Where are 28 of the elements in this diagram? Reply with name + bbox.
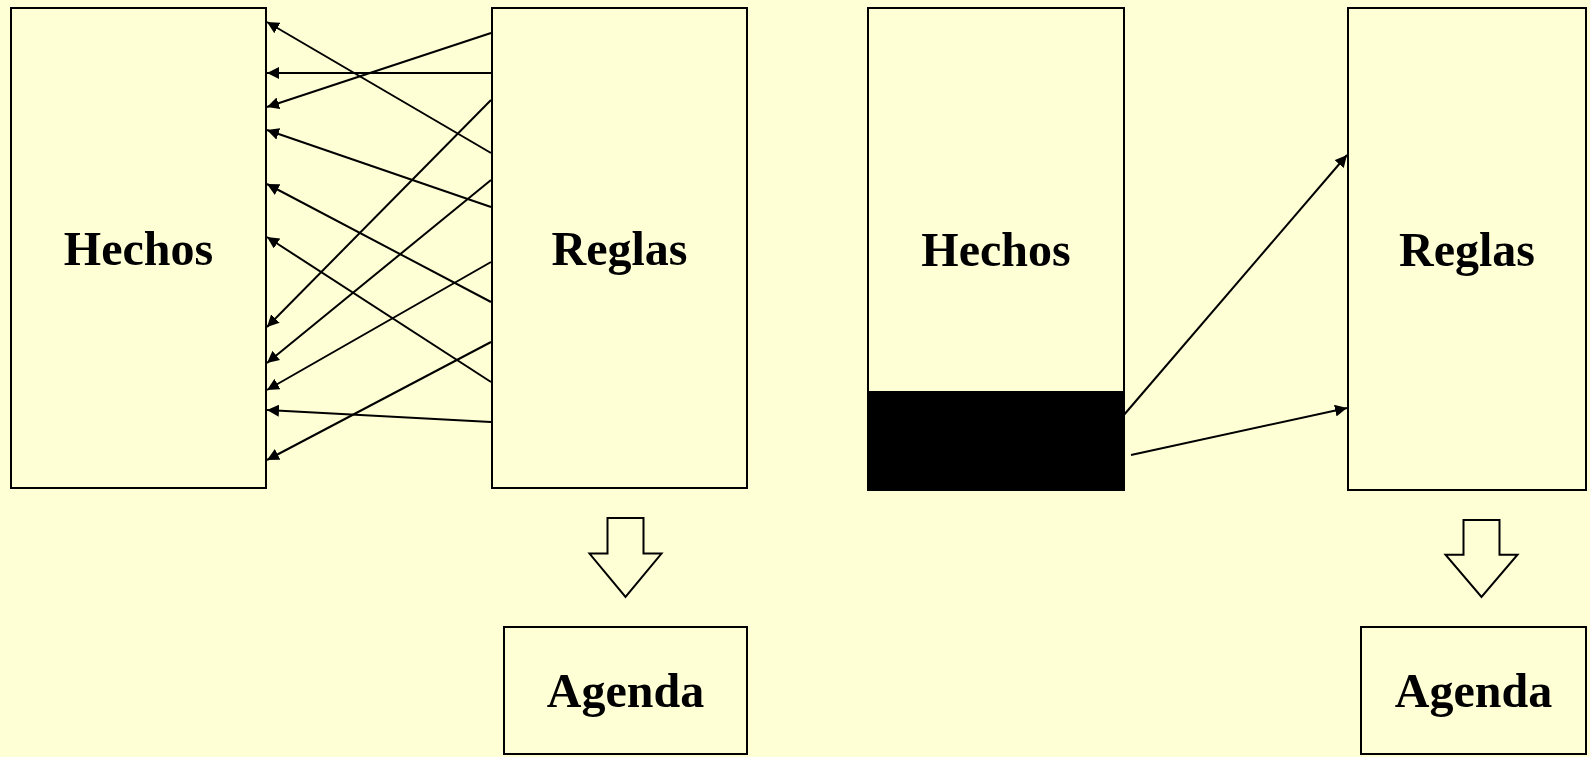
block-arrow: [587, 517, 664, 599]
box: [1347, 7, 1587, 491]
arrow: [266, 179, 492, 364]
arrow: [266, 261, 492, 391]
box: [491, 7, 748, 489]
box-label: Agenda: [546, 663, 705, 718]
filled-bar: [867, 391, 1125, 491]
arrow: [266, 99, 492, 328]
box: [1360, 626, 1587, 755]
arrow: [266, 21, 492, 154]
box-label: Hechos: [63, 220, 214, 276]
arrow: [266, 128, 492, 208]
box: [10, 7, 267, 489]
arrow: [266, 67, 492, 79]
box-label: Reglas: [551, 220, 688, 276]
box: [503, 626, 748, 755]
arrow: [266, 404, 492, 423]
arrow: [1122, 154, 1348, 417]
block-arrow: [1443, 519, 1520, 599]
arrow: [266, 236, 492, 383]
box: [867, 7, 1125, 491]
box-label: Hechos: [921, 221, 1071, 277]
arrow: [266, 341, 492, 461]
arrow: [266, 183, 492, 303]
box-label: Agenda: [1394, 663, 1553, 718]
arrow: [266, 32, 492, 109]
box-label: Reglas: [1399, 221, 1535, 277]
arrow: [1130, 404, 1348, 456]
